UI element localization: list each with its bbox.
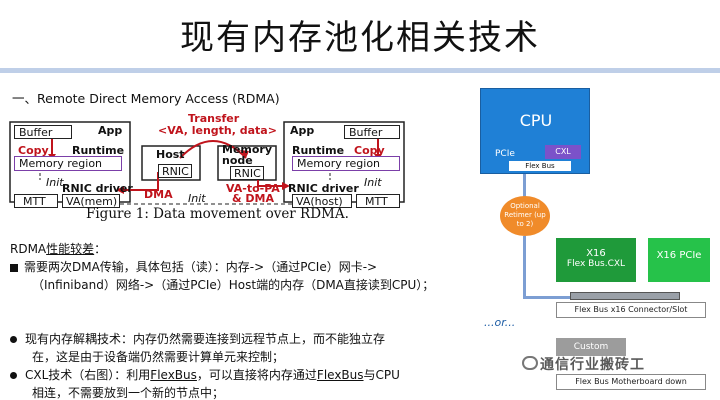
cpu-cxl-label: CXL <box>545 145 581 159</box>
left-app-label: App <box>98 124 123 137</box>
rdma-underlined: 性能较差 <box>46 242 95 256</box>
bullet-block: 现有内存解耦技术：内存仍然需要连接到远程节点上，而不能独立存 在，这是由于设备端… <box>10 330 400 400</box>
left-buffer-box: Buffer <box>14 125 72 139</box>
left-mtt-label: MTT <box>23 195 46 208</box>
slot-link-wire <box>523 296 571 299</box>
pcie-card-label: X16 PCIe <box>656 250 702 261</box>
bullet2-line2: 相连，不需要放到一个新的节点中； <box>32 386 225 400</box>
or-text: ...or... <box>484 316 516 329</box>
slot-label-box: Flex Bus x16 Connector/Slot <box>556 302 706 318</box>
right-app-label: App <box>290 124 315 137</box>
right-mtt-label: MTT <box>365 195 388 208</box>
left-copy-label: Copy <box>18 144 49 157</box>
transfer-label: Transfer <box>188 112 240 125</box>
watermark: 通信行业搬砖工 <box>540 357 645 373</box>
middle-init-label: Init <box>188 192 206 205</box>
retimer-slot-wire <box>523 236 526 298</box>
bullet2-mid: ，可以直接将内存通过 <box>196 368 317 382</box>
memory-node-rnic-label: RNIC <box>234 167 261 180</box>
host-label: Host <box>156 148 185 161</box>
title-bar: 现有内存池化相关技术 <box>0 0 720 66</box>
rdma-figure: Buffer App Copy Runtime Memory region In… <box>8 112 440 226</box>
right-rnic-driver-label: RNIC driver <box>288 182 359 195</box>
left-memory-region-label: Memory region <box>19 157 103 170</box>
right-memory-region-label: Memory region <box>297 157 381 170</box>
bullet1-line1: 现有内存解耦技术：内存仍然需要连接到远程节点上，而不能独立存 <box>10 330 400 348</box>
memory-node-rnic-box: RNIC <box>230 166 264 180</box>
left-va-mem-box: VA(mem) <box>62 194 120 208</box>
cxl-card-title: X16 <box>586 248 606 259</box>
and-dma-label: & DMA <box>232 192 275 205</box>
right-memory-region-box: Memory region <box>292 156 400 171</box>
cpu-retimer-wire <box>523 174 526 198</box>
transfer-detail-label: <VA, length, data> <box>158 124 277 137</box>
rdma-bullet-text1: 需要两次DMA传输，具体包括（读）：内存->（通过PCIe）网卡-> <box>24 260 378 274</box>
dot-bullet-icon <box>10 336 17 343</box>
cxl-card-sub: Flex Bus.CXL <box>566 259 626 269</box>
rdma-colon: ： <box>94 242 107 256</box>
right-buffer-box: Buffer <box>344 125 400 139</box>
cpu-label: CPU <box>519 111 553 130</box>
rdma-weakness-block: RDMA性能较差： 需要两次DMA传输，具体包括（读）：内存->（通过PCIe）… <box>10 240 434 294</box>
figure-caption: Figure 1: Data movement over RDMA. <box>86 206 349 222</box>
bullet1-line2: 在，这是由于设备端仍然需要计算单元来控制； <box>32 350 285 364</box>
left-buffer-label: Buffer <box>19 126 53 139</box>
custom-box: Custom <box>556 338 626 356</box>
rdma-lead: RDMA <box>10 242 47 256</box>
left-mtt-box: MTT <box>14 194 58 208</box>
bullet2-line1: CXL技术（右图）：利用FlexBus，可以直接将内存通过FlexBus与CPU <box>10 366 400 384</box>
rdma-weakness-heading: RDMA性能较差： <box>10 240 434 258</box>
bullet2-u1: FlexBus <box>150 368 197 382</box>
wechat-icon <box>522 356 538 370</box>
host-rnic-box: RNIC <box>158 164 192 178</box>
cpu-flex-bus-label: Flex Bus <box>509 161 571 171</box>
dot-bullet-icon <box>10 372 17 379</box>
rdma-bullet-line2: （Infiniband）网络->（通过PCIe）Host端的内存（DMA直接读到… <box>32 278 435 292</box>
left-init-label: Init <box>46 176 64 189</box>
right-runtime-label: Runtime <box>292 144 345 157</box>
motherboard-box: Flex Bus Motherboard down <box>556 374 706 390</box>
memory-node-label: Memory node <box>222 143 273 167</box>
bullet1-text1: 现有内存解耦技术：内存仍然需要连接到远程节点上，而不能独立存 <box>25 332 386 346</box>
retimer-circle: Optional Retimer (up to 2) <box>500 196 550 236</box>
section-heading: 一、Remote Direct Memory Access (RDMA) <box>12 91 280 106</box>
bullet2-post: 与CPU <box>363 368 400 382</box>
cpu-block: CPU PCIe CXL Flex Bus <box>480 88 590 174</box>
slide-title: 现有内存池化相关技术 <box>180 18 540 58</box>
right-copy-label: Copy <box>354 144 385 157</box>
va-to-pa-label: VA-to-PA <box>226 182 280 195</box>
slot-connector-bar <box>570 292 680 300</box>
right-va-host-box: VA(host) <box>292 194 352 208</box>
right-va-host-label: VA(host) <box>296 195 343 208</box>
bullet2-pre: CXL技术（右图）：利用 <box>25 368 151 382</box>
square-bullet-icon <box>10 263 18 272</box>
right-mtt-box: MTT <box>356 194 400 208</box>
left-rnic-driver-label: RNIC driver <box>62 182 133 195</box>
cpu-pcie-label: PCIe <box>495 149 515 159</box>
bullet2-u2: FlexBus <box>316 368 364 382</box>
pcie-card: X16 PCIe <box>648 238 710 282</box>
dma-label: DMA <box>144 188 173 201</box>
title-divider <box>0 68 720 73</box>
left-runtime-label: Runtime <box>72 144 125 157</box>
cxl-card: X16 Flex Bus.CXL <box>556 238 636 282</box>
rdma-bullet-line1: 需要两次DMA传输，具体包括（读）：内存->（通过PCIe）网卡-> <box>10 258 434 276</box>
right-buffer-label: Buffer <box>349 126 383 139</box>
host-rnic-label: RNIC <box>162 165 189 178</box>
left-va-mem-label: VA(mem) <box>66 195 118 208</box>
right-init-label: Init <box>364 176 382 189</box>
left-memory-region-box: Memory region <box>14 156 122 171</box>
